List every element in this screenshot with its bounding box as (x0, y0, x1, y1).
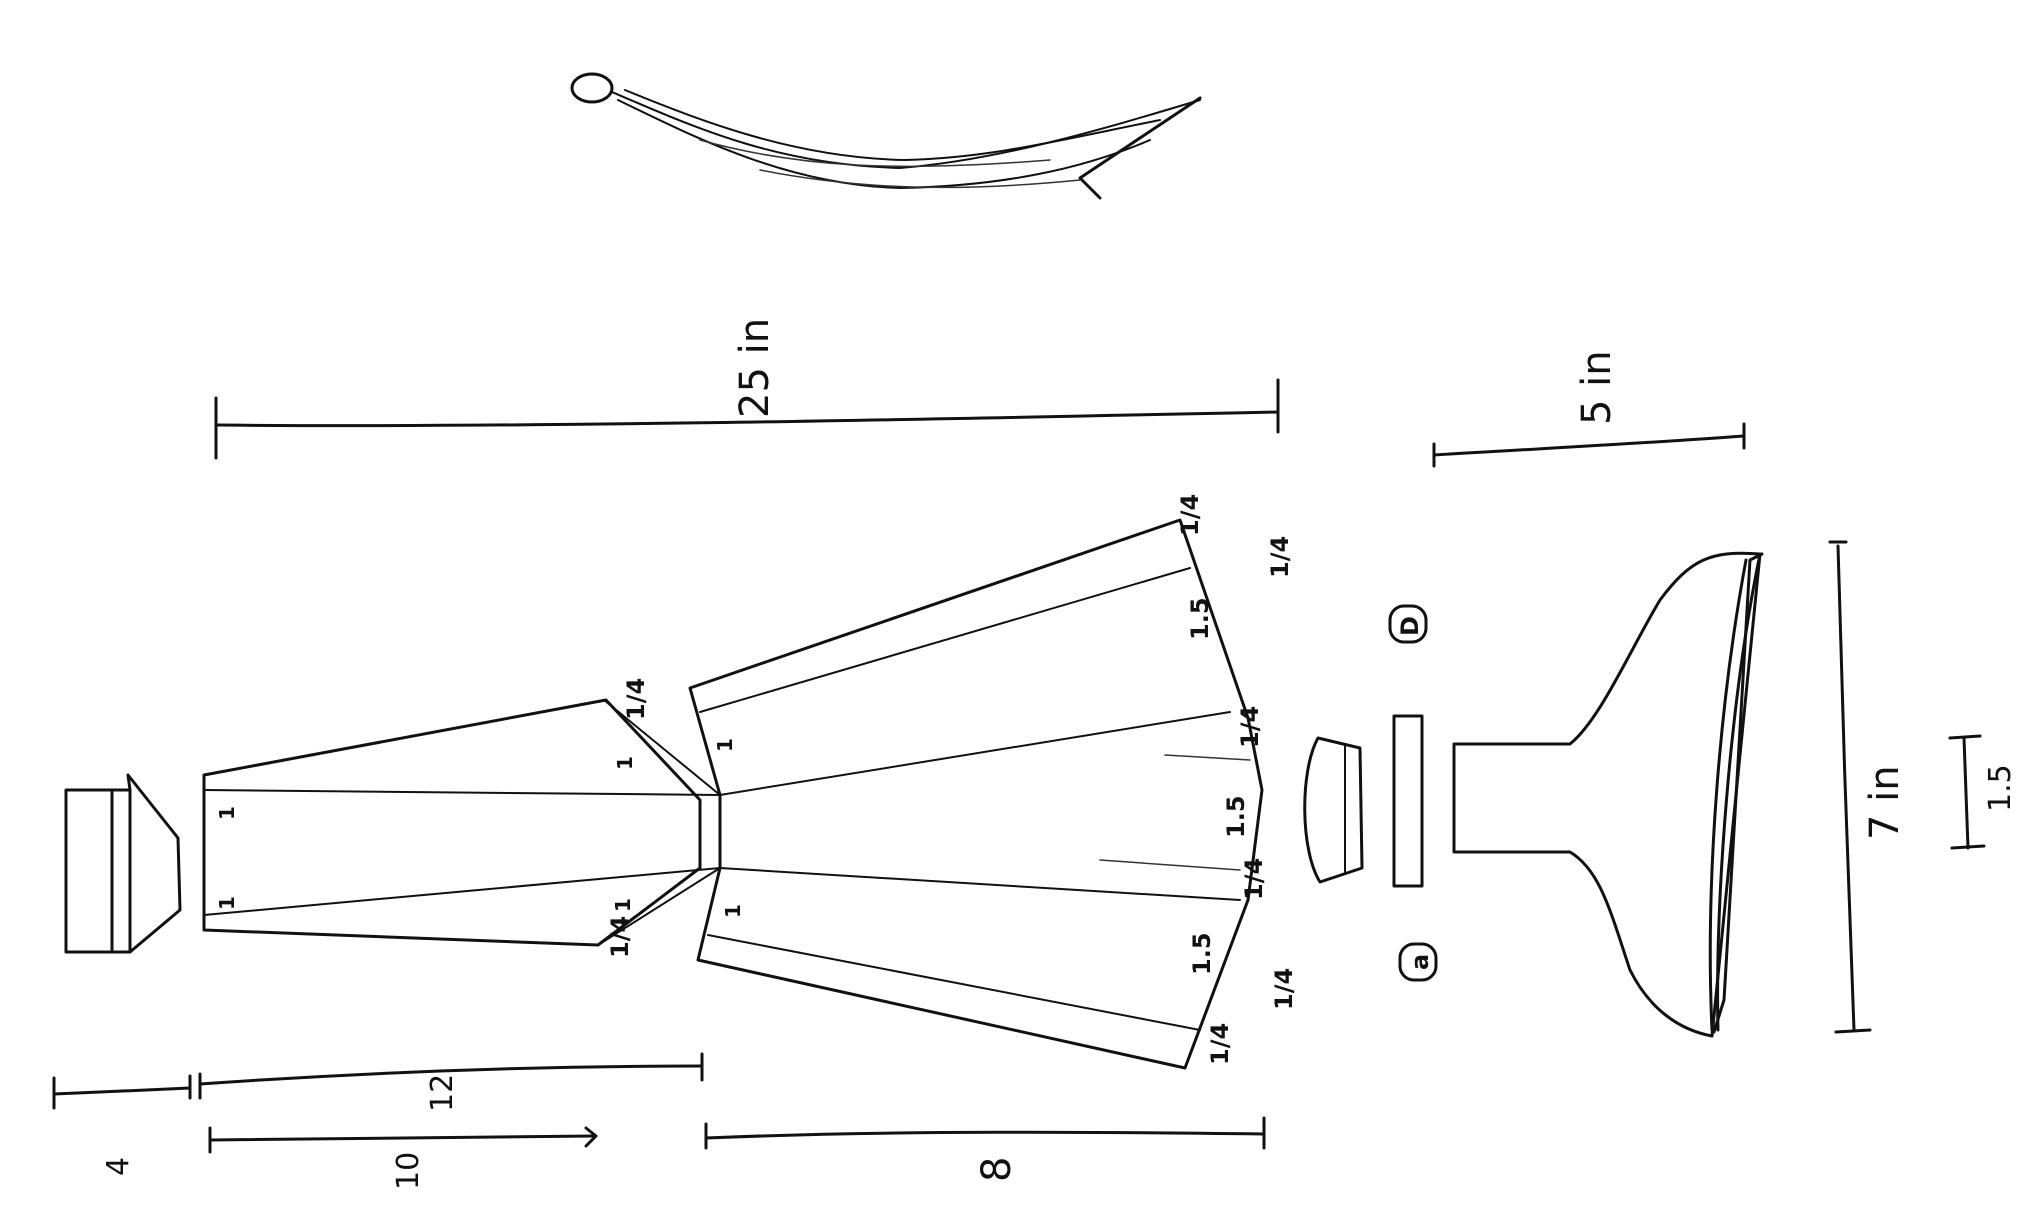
seam-mark-upper-3: 1 (613, 756, 637, 770)
seam-mark-upper-2: 1 (215, 896, 239, 910)
assembled-preview-drawing (570, 72, 1202, 200)
collar-piece (1303, 736, 1364, 884)
bell-width-label: 5 in (1574, 350, 1620, 425)
cap-piece (64, 773, 182, 954)
piece-letter-a: a (1406, 954, 1434, 970)
ring-piece (1392, 714, 1424, 888)
seam-mark-lower-1: 1 (713, 738, 737, 752)
cap-length-dimension: 4 (52, 1074, 192, 1176)
lower-length-label: 8 (974, 1157, 1020, 1182)
quarter-mark-upper-2: 1/4 (606, 916, 634, 958)
quarter-mark-outside-1: 1/4 (1266, 536, 1294, 578)
quarter-mark-lower-2: 1/4 (1236, 706, 1264, 748)
seam-mark-lower-2: 1 (721, 904, 745, 918)
quarter-mark-lower-1: 1/4 (1176, 494, 1204, 536)
overall-length-label: 25 in (732, 318, 778, 418)
neck-length-dimension: 1.5 (1948, 734, 2018, 850)
overall-length-dimension: 25 in (214, 318, 1280, 460)
piece-letter-d: D (1396, 616, 1424, 636)
upper-length-label: 12 (425, 1074, 460, 1112)
lower-body-panel: 1 1 1.5 1.5 1.5 1/4 1/4 1/4 1/4 1/4 1/4 (688, 494, 1298, 1070)
seam-mark-upper-1: 1 (215, 806, 239, 820)
upper-body-panel: 1 1 1 1 1/4 1/4 (202, 678, 721, 958)
quarter-mark-lower-3: 1/4 (1240, 858, 1268, 900)
seam-mark-upper-4: 1 (611, 898, 635, 912)
neck-length-label: 1.5 (1983, 764, 2018, 812)
one-half-mark-lower-3: 1.5 (1188, 932, 1216, 975)
upper-inner-length-dimension: 10 (208, 1126, 598, 1190)
bell-length-label: 7 in (1862, 765, 1908, 840)
bell-length-dimension: 7 in (1828, 540, 1908, 1034)
bell-piece (1452, 551, 1764, 1038)
lower-length-dimension: 8 (704, 1116, 1266, 1182)
cap-length-label: 4 (101, 1157, 136, 1176)
upper-inner-length-label: 10 (391, 1152, 426, 1190)
one-half-mark-lower-1: 1.5 (1186, 597, 1214, 640)
quarter-mark-upper-1: 1/4 (622, 678, 650, 720)
piece-letter-markers: D a (1388, 604, 1438, 982)
one-half-mark-lower-2: 1.5 (1222, 795, 1250, 838)
bell-width-dimension: 5 in (1432, 350, 1746, 468)
upper-length-dimension: 12 (198, 1052, 704, 1112)
quarter-mark-outside-2: 1/4 (1270, 968, 1298, 1010)
quarter-mark-lower-4: 1/4 (1206, 1023, 1234, 1065)
